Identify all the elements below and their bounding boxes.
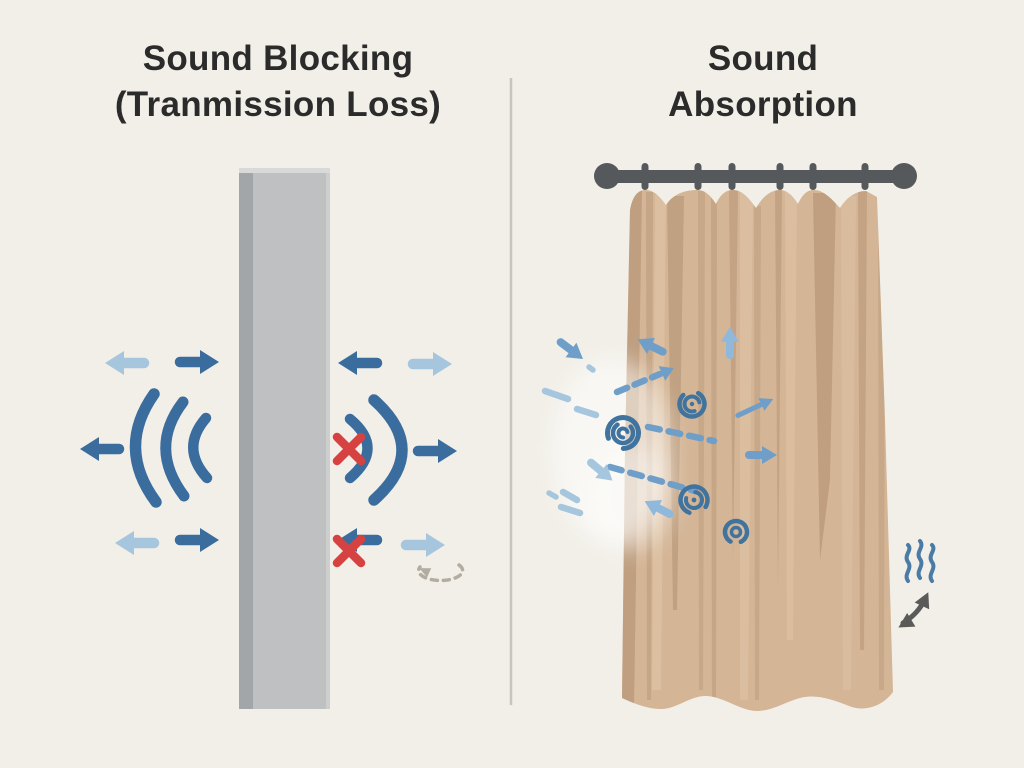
blocked-cross-icons — [332, 432, 366, 568]
wall-left-edge — [239, 173, 253, 709]
incident-sound-waves-icon — [129, 388, 213, 508]
sound-vortex-icon-3 — [678, 484, 710, 516]
wall-right-highlight — [326, 173, 330, 709]
rod-bar — [604, 170, 907, 183]
rod-end-cap-left — [594, 163, 620, 189]
reflect-arrow-bottom-left-icon — [115, 531, 154, 555]
right-title-line1: Sound — [707, 39, 819, 78]
transmitted-arrow-middle-icon — [418, 439, 457, 463]
blocked-cross-icon-2 — [332, 534, 366, 568]
scatter-arrows — [555, 327, 777, 522]
energy-conversion-arrow-icon — [898, 592, 930, 628]
scatter-arrow-downright-icon — [555, 335, 588, 366]
sound-wave-fragments — [541, 364, 718, 517]
reflect-arrow-top-left-icon — [105, 351, 144, 375]
blocked-cross-icon-1 — [332, 432, 366, 466]
rod-rings — [641, 163, 869, 190]
wall-face — [239, 168, 330, 709]
left-panel-title: Sound Blocking (Tranmission Loss) — [58, 36, 498, 128]
left-title-line2: (Tranmission Loss) — [114, 85, 442, 124]
rod-end-cap-right — [891, 163, 917, 189]
wall-top-highlight — [239, 168, 330, 173]
curtain — [622, 190, 893, 711]
curtain-rod — [594, 163, 917, 190]
incident-arrow-bottom-right-icon — [180, 528, 219, 552]
weak-arrow-bottom-right-icon — [406, 533, 445, 557]
heat-waves-icon — [904, 539, 936, 583]
sound-vortex-icons — [605, 389, 750, 546]
transmitted-sound-waves-icon — [344, 394, 408, 506]
blocked-arrow-top-left-icon — [338, 351, 377, 375]
absorption-haze — [552, 358, 675, 553]
sound-vortex-icon-2 — [605, 415, 641, 451]
right-panel-title: Sound Absorption — [588, 36, 938, 128]
wall-panel — [239, 168, 330, 709]
incident-arrow-top-right-icon — [180, 350, 219, 374]
reflect-arrow-middle-icon — [80, 437, 119, 461]
sound-vortex-icon-4 — [722, 518, 750, 546]
weak-arrow-top-right-icon — [413, 352, 452, 376]
sound-vortex-icon-1 — [677, 389, 707, 419]
dashed-arrowhead-icon — [658, 366, 674, 381]
left-title-line1: Sound Blocking — [142, 39, 414, 78]
transmission-curl-icon — [416, 563, 465, 583]
right-title-line2: Absorption — [668, 85, 858, 124]
